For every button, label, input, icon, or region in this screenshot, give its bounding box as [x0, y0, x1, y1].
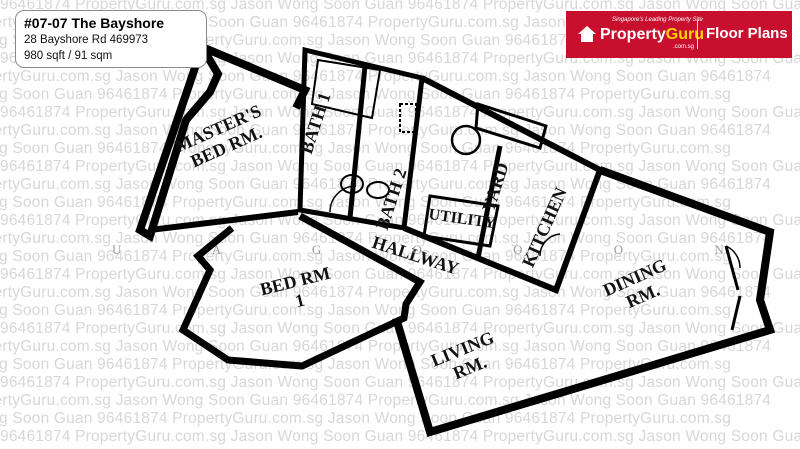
- floor-plans-label: Floor Plans: [706, 25, 788, 42]
- basin-fixture: [366, 181, 390, 199]
- door-swing: [539, 233, 561, 257]
- yard-divider: [475, 145, 503, 259]
- master-bedroom-lower-wall: [149, 209, 299, 233]
- house-icon: [578, 26, 596, 42]
- washer-fixture: [450, 124, 482, 156]
- yard-top: [474, 101, 548, 150]
- bath-divider: [347, 65, 368, 219]
- listing-info: #07-07 The Bayshore 28 Bayshore Rd 46997…: [15, 10, 207, 68]
- brand-name: PropertyGuru: [600, 26, 705, 43]
- brand-domain: .com.sg: [673, 44, 695, 50]
- bedroom-1-wall: [178, 212, 425, 370]
- listing-size: 980 sqft / 91 sqm: [24, 50, 113, 62]
- service-block-wall: [402, 75, 604, 294]
- dining-bay: [724, 245, 742, 331]
- brand-divider: [697, 20, 698, 49]
- listing-title: #07-07 The Bayshore: [24, 15, 165, 31]
- listing-address: 28 Bayshore Rd 469973: [24, 34, 149, 46]
- propertyguru-logo[interactable]: Singapore's Leading Property Site Proper…: [566, 11, 792, 58]
- utility-box: [422, 194, 500, 248]
- living-dining-wall: [392, 166, 776, 437]
- shower-fixture: [399, 103, 417, 133]
- compass-letters: U A G O O O N: [112, 242, 768, 257]
- toilet-fixture: [340, 174, 364, 194]
- door-swing: [329, 185, 357, 213]
- brand-tagline: Singapore's Leading Property Site: [612, 17, 703, 23]
- door-swing: [725, 245, 741, 269]
- bath-inner: [310, 58, 382, 120]
